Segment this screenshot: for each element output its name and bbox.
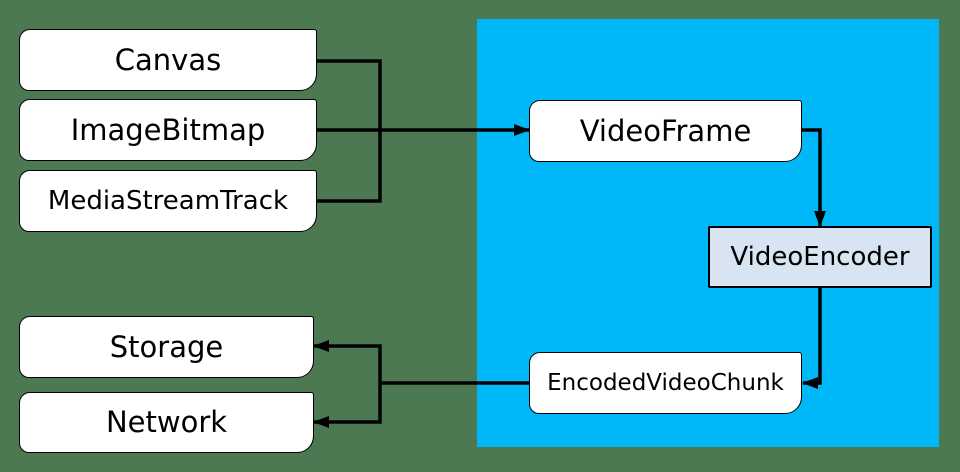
node-encodedvideochunk: EncodedVideoChunk	[529, 352, 802, 414]
node-videoencoder-label: VideoEncoder	[730, 242, 910, 272]
node-videoframe: VideoFrame	[529, 100, 802, 162]
node-imagebitmap: ImageBitmap	[19, 99, 317, 161]
node-network-label: Network	[105, 405, 228, 439]
node-network: Network	[19, 392, 314, 453]
node-storage-label: Storage	[109, 329, 224, 364]
edge-to-storage	[313, 340, 382, 383]
node-canvas: Canvas	[19, 29, 317, 91]
node-videoframe-label: VideoFrame	[579, 113, 752, 148]
node-canvas-label: Canvas	[114, 42, 222, 77]
node-storage: Storage	[19, 316, 314, 378]
node-mediastreamtrack: MediaStreamTrack	[19, 170, 317, 232]
edge-videoencoder-to-encodedvideochunk	[802, 288, 822, 389]
node-videoencoder: VideoEncoder	[708, 226, 932, 288]
node-mediastreamtrack-label: MediaStreamTrack	[47, 186, 289, 216]
diagram-edges	[313, 59, 826, 428]
edge-videoframe-to-videoencoder	[802, 128, 826, 227]
node-encodedvideochunk-label: EncodedVideoChunk	[547, 369, 784, 396]
node-imagebitmap-label: ImageBitmap	[70, 112, 266, 147]
edge-to-network	[313, 383, 382, 428]
